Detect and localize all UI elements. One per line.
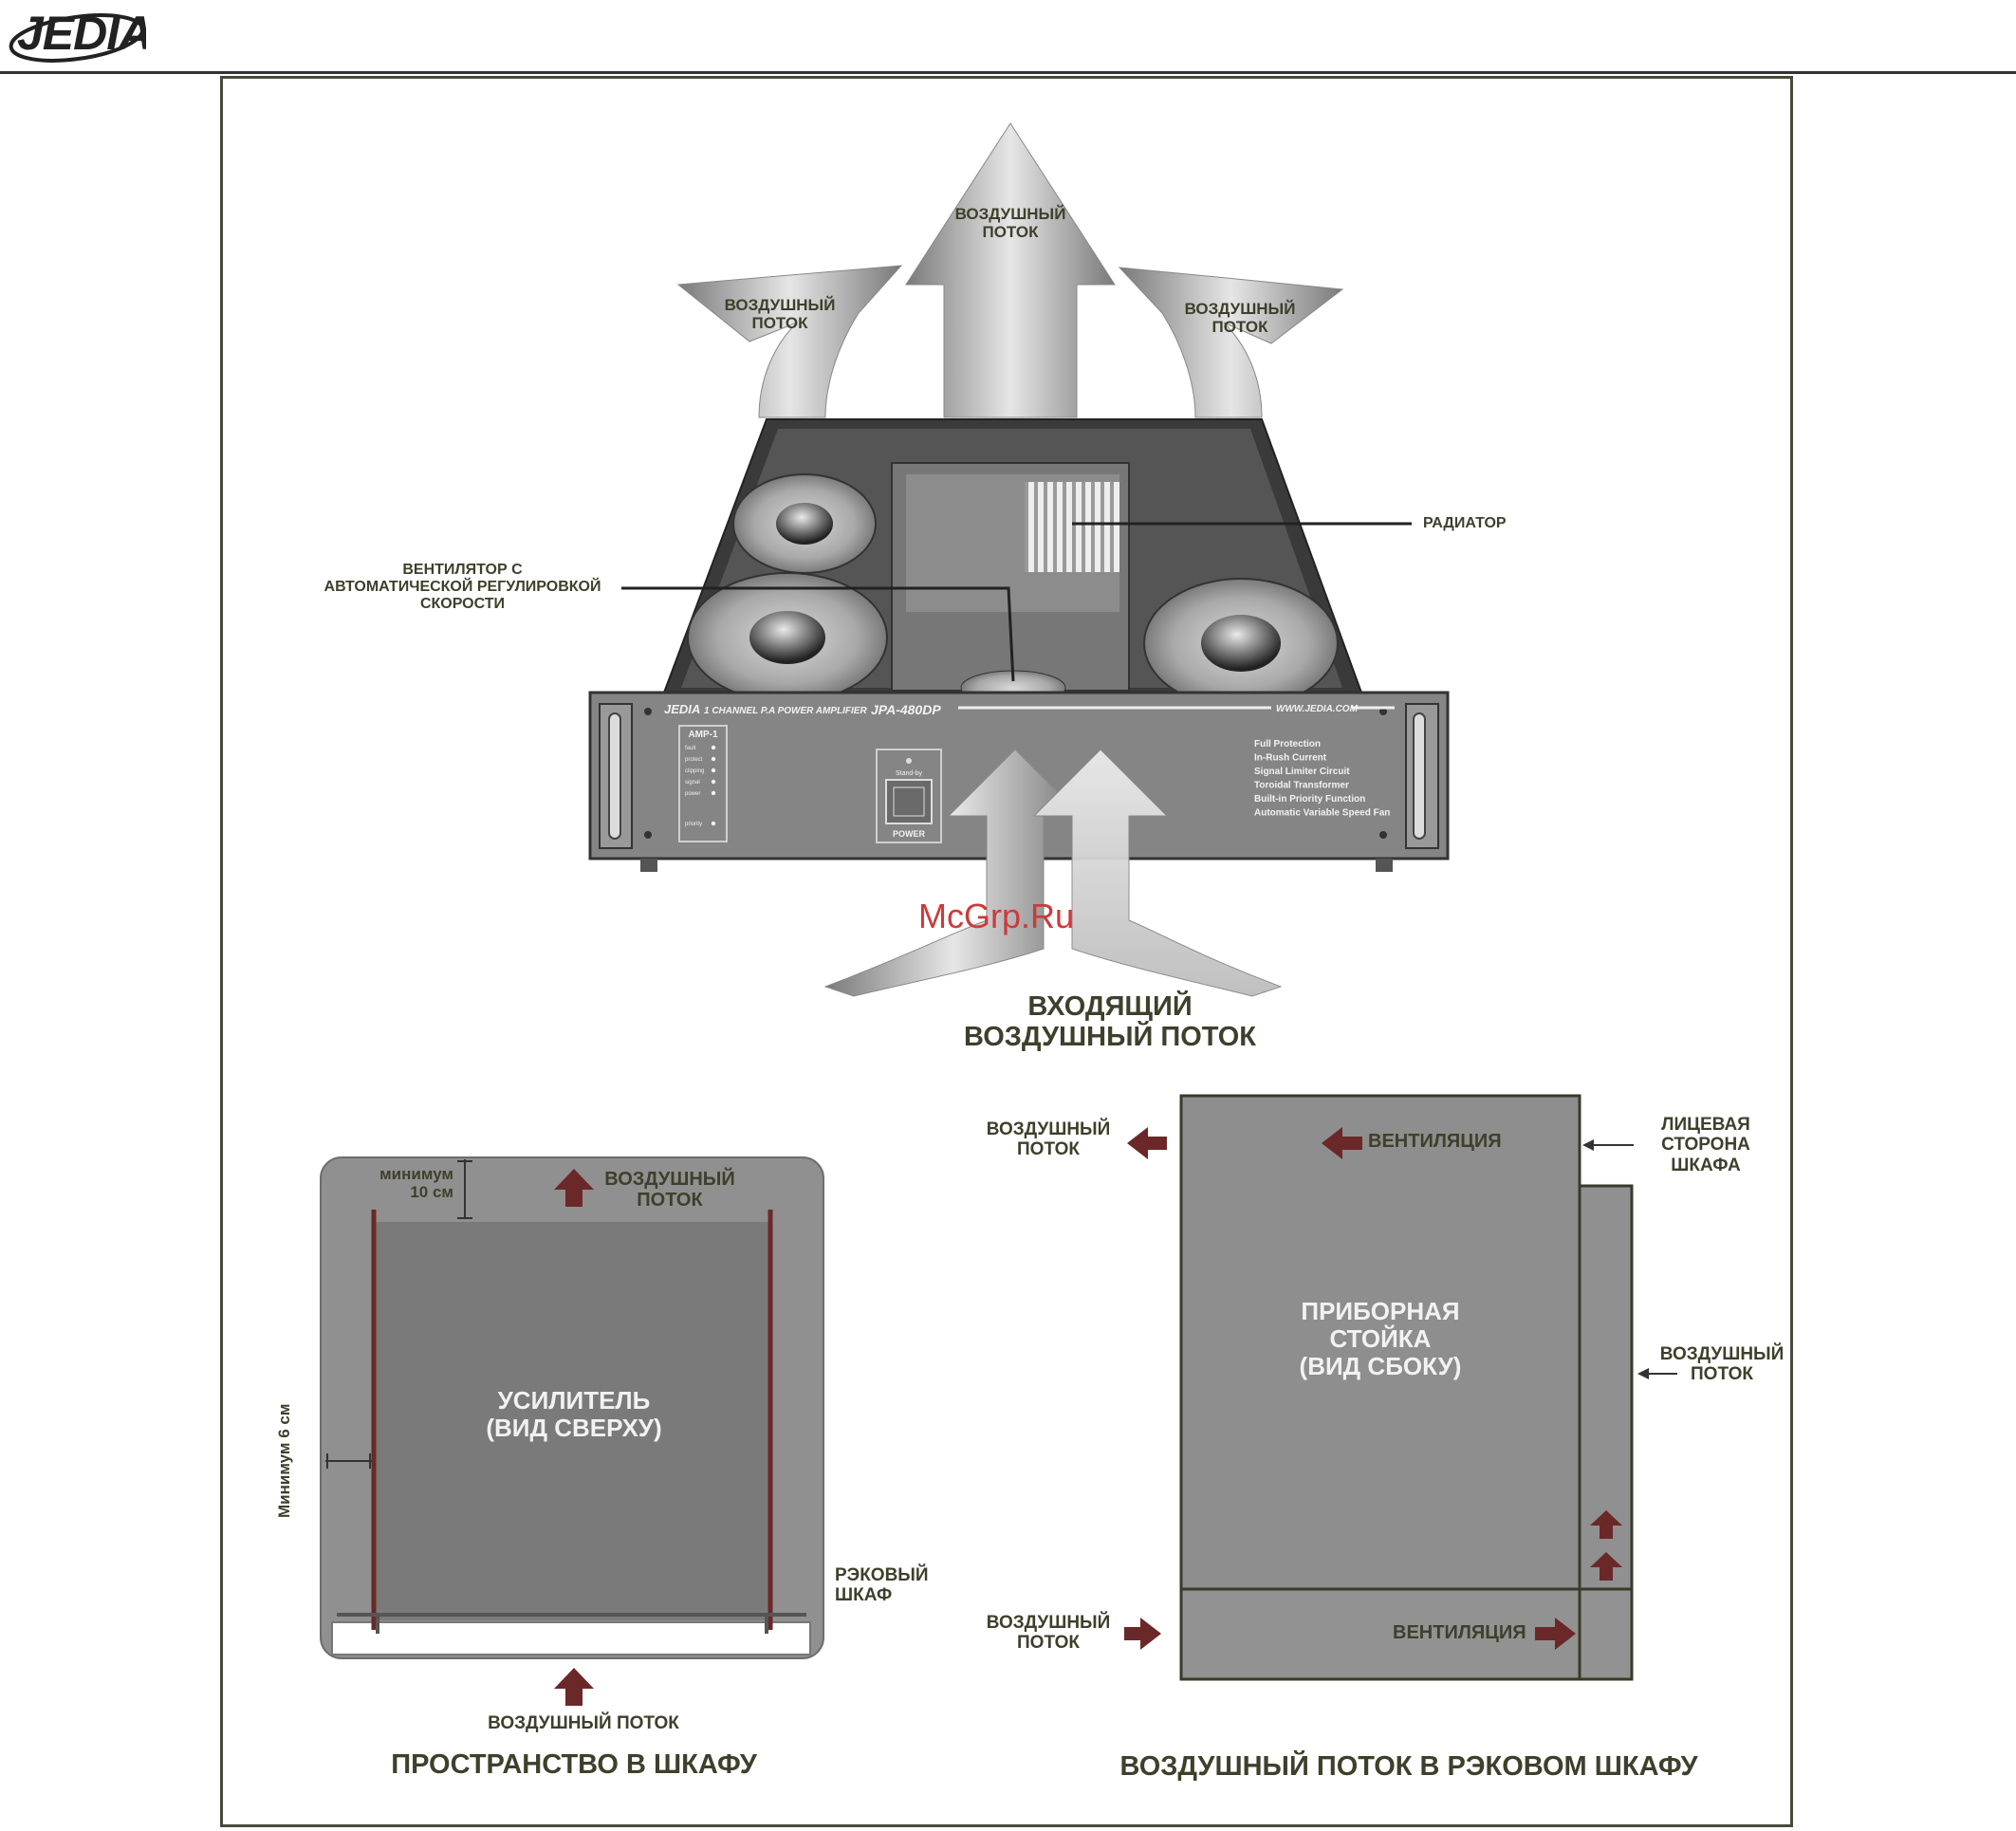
amplifier-top-view [374,1222,770,1620]
feature-item: Automatic Variable Speed Fan [1254,808,1390,819]
fan-left-bottom [687,572,888,703]
vent-top-label: ВЕНТИЛЯЦИЯ [1368,1131,1502,1152]
front-side-label: ЛИЦЕВАЯ СТОРОНА ШКАФА [1661,1115,1750,1175]
feature-item: Signal Limiter Circuit [1254,767,1350,777]
indicator-label-priority: priority [685,822,702,827]
airflow-in-label: ВОЗДУШНЫЙ ПОТОК [986,1613,1111,1654]
airflow-side-label: ВОЗДУШНЫЙ ПОТОК [1659,1344,1785,1385]
incoming-arrow-right [1032,749,1283,997]
watermark: McGrp.Ru [918,897,1075,935]
airflow-label-left: ВОЗДУШНЫЙ ПОТОК [724,296,836,333]
airflow-in-arrow [1124,1618,1161,1650]
header-rule [0,71,2016,74]
indicator-led-priority [711,821,716,826]
indicator-label-clipping: clipping [685,768,704,774]
indicator-label-power: power [685,791,700,797]
vent-right-arrow-bottom [1535,1618,1576,1650]
min-top-label: минимум 10 см [379,1165,453,1202]
airflow-bottom-label: ВОЗДУШНЫЙ ПОТОК [488,1713,679,1733]
panel-model-line: 1 CHANNEL P.A POWER AMPLIFIER [704,706,867,716]
indicator-led-protect [711,756,716,762]
jedia-logo: JEDIA [8,4,153,65]
rack-cabinet-label: РЭКОВЫЙ ШКАФ [835,1565,929,1606]
handle-right [1413,712,1426,840]
panel-website: WWW.JEDIA.COM [1276,704,1359,714]
indicator-led-clipping [711,768,716,773]
feature-item: Full Protection [1254,739,1321,749]
feature-item: Toroidal Transformer [1254,781,1349,791]
amplifier-chassis [662,418,1363,709]
vent-bottom-label: ВЕНТИЛЯЦИЯ [1393,1622,1526,1643]
radiator-label: РАДИАТОР [1423,515,1507,531]
handle-left [608,712,621,840]
caption-rack-airflow: ВОЗДУШНЫЙ ПОТОК В РЭКОВОМ ШКАФУ [1119,1751,1698,1782]
airflow-out-arrow [1127,1127,1167,1159]
standby-label: Stand-by [896,770,923,777]
instrument-rack-label: ПРИБОРНАЯ СТОЙКА (ВИД СБОКУ) [1299,1297,1462,1381]
indicator-led-fault [711,745,716,750]
up-arrow-2 [1590,1552,1622,1581]
radiator [1025,482,1119,572]
indicator-label-signal: signal [685,780,700,786]
amplifier-label: УСИЛИТЕЛЬ (ВИД СВЕРХУ) [486,1386,662,1443]
panel-model: JPA-480DP [871,702,941,717]
fan-left-top [732,473,877,574]
airflow-arrow-right [1118,267,1344,418]
power-label: POWER [893,829,926,839]
indicator-label-fault: fault [685,746,696,751]
fan-leader [621,586,1015,682]
panel-brand: JEDIA [664,702,700,716]
vent-left-arrow-top [1322,1127,1362,1159]
airflow-up-arrow-top [554,1169,594,1207]
airflow-up-arrow-bottom [554,1668,594,1706]
airflow-out-label: ВОЗДУШНЫЙ ПОТОК [986,1119,1111,1160]
fan-label: ВЕНТИЛЯТОР С АВТОМАТИЧЕСКОЙ РЕГУЛИРОВКОЙ… [324,562,601,612]
airflow-arrow-center [905,122,1116,418]
indicator-label-protect: protect [685,757,703,763]
feature-item: In-Rush Current [1254,753,1327,764]
figure-frame [220,76,1793,1827]
airflow-label-right: ВОЗДУШНЫЙ ПОТОК [1184,300,1296,337]
up-arrow-1 [1590,1510,1622,1539]
feature-item: Built-in Priority Function [1254,794,1365,805]
indicator-led-power [711,790,716,796]
logo-text: JEDIA [17,7,146,60]
airflow-arrow-left [676,265,903,418]
incoming-airflow-label: ВХОДЯЩИЙ ВОЗДУШНЫЙ ПОТОК [963,991,1257,1053]
caption-cabinet-space: ПРОСТРАНСТВО В ШКАФУ [391,1749,757,1780]
airflow-label-center: ВОЗДУШНЫЙ ПОТОК [954,205,1066,242]
airflow-top-label: ВОЗДУШНЫЙ ПОТОК [604,1169,735,1211]
instrument-rack-side [1179,1094,1581,1591]
amp-label: AMP-1 [688,730,718,740]
indicator-led-signal [711,779,716,785]
